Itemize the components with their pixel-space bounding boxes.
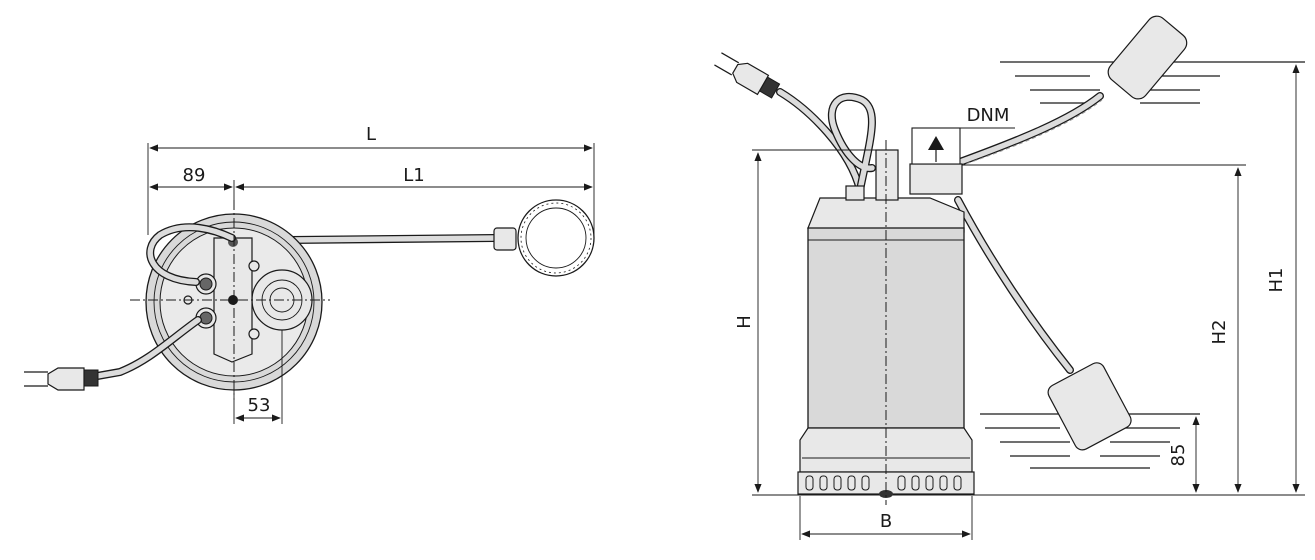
dim-label-L: L: [366, 124, 376, 145]
side-view: DNM H H2 H1 85 B: [714, 15, 1305, 540]
dim-label-DNM: DNM: [967, 105, 1010, 126]
dim-label-H: H: [734, 315, 755, 329]
dim-label-B: B: [880, 511, 892, 532]
dim-label-L1: L1: [403, 165, 424, 186]
pump-side-body: [797, 127, 975, 505]
power-plug-top: [24, 367, 99, 391]
strainer-slots: [805, 475, 962, 491]
top-view: L 89 L1: [24, 124, 595, 424]
dim-label-85: 85: [1168, 444, 1189, 467]
float-switch-upper: [956, 15, 1188, 167]
dim-label-H2: H2: [1209, 320, 1230, 345]
float-switch-lower: [954, 196, 1132, 451]
water-surface-bottom: [980, 413, 1200, 469]
float-switch-top: [517, 199, 595, 277]
power-plug-side: [714, 52, 781, 99]
dim-label-53: 53: [248, 395, 271, 416]
dim-label-H1: H1: [1266, 268, 1287, 293]
pump-top-body: [145, 213, 323, 391]
dim-label-89: 89: [183, 165, 206, 186]
